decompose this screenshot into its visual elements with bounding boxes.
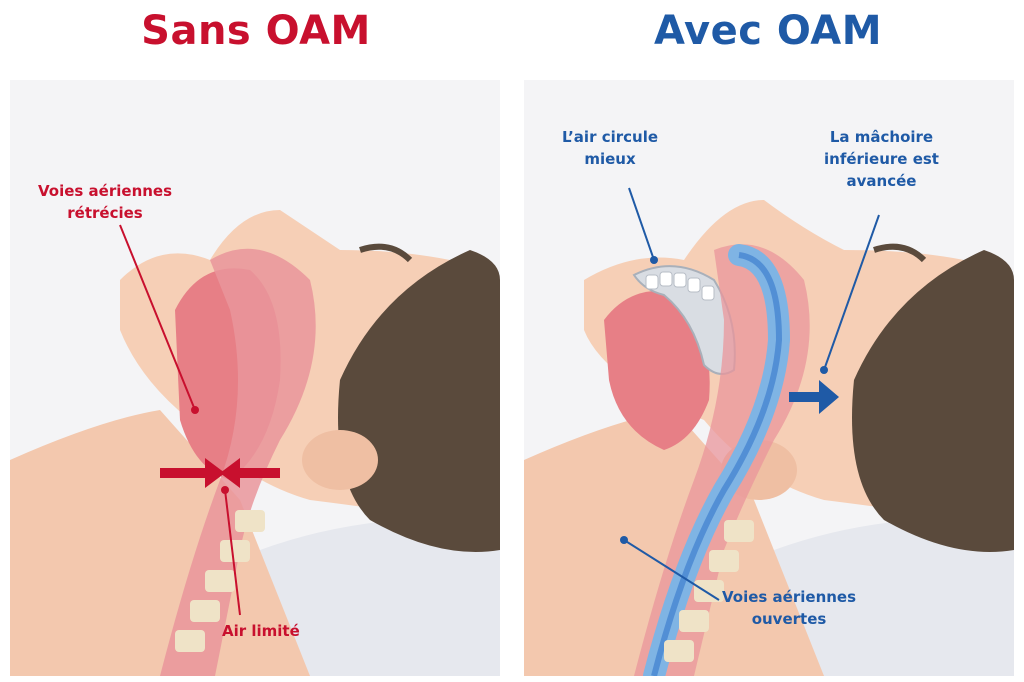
leader-air (628, 187, 655, 261)
label-open-airway: Voies aériennes ouvertes (722, 588, 857, 628)
tongue (604, 290, 710, 450)
eyebrow (873, 243, 927, 263)
leader-narrowed (119, 224, 196, 411)
leader-jaw (823, 214, 880, 371)
ear (302, 430, 378, 490)
illustration-open-airway (524, 80, 1014, 676)
compression-arrow-right (220, 458, 280, 488)
hair (852, 250, 1014, 552)
vertebrae (664, 520, 754, 662)
eyebrow (359, 243, 413, 263)
title-sans-oam: Sans OAM (141, 8, 371, 54)
neck-skin (10, 410, 310, 676)
panel-without-oam: Voies aériennes rétrécies Air limité (10, 80, 500, 676)
illustration-narrowed-airway (10, 80, 500, 676)
leader-open (623, 539, 720, 601)
compression-arrow-left (160, 458, 225, 488)
teeth (645, 271, 715, 301)
label-air-limited: Air limité (222, 622, 300, 640)
label-air-flows: L’air circule mieux (562, 128, 659, 168)
vertebrae (175, 510, 265, 652)
label-lower-jaw: La mâchoire inférieure est avancée (824, 128, 939, 190)
panel-with-oam: L’air circule mieux La mâchoire inférieu… (524, 80, 1014, 676)
title-avec-oam: Avec OAM (653, 8, 883, 54)
leader-limited (224, 489, 241, 616)
hair (338, 250, 500, 552)
jaw-advance-arrow (789, 380, 839, 414)
label-narrowed-airway: Voies aériennes rétrécies (38, 182, 173, 222)
